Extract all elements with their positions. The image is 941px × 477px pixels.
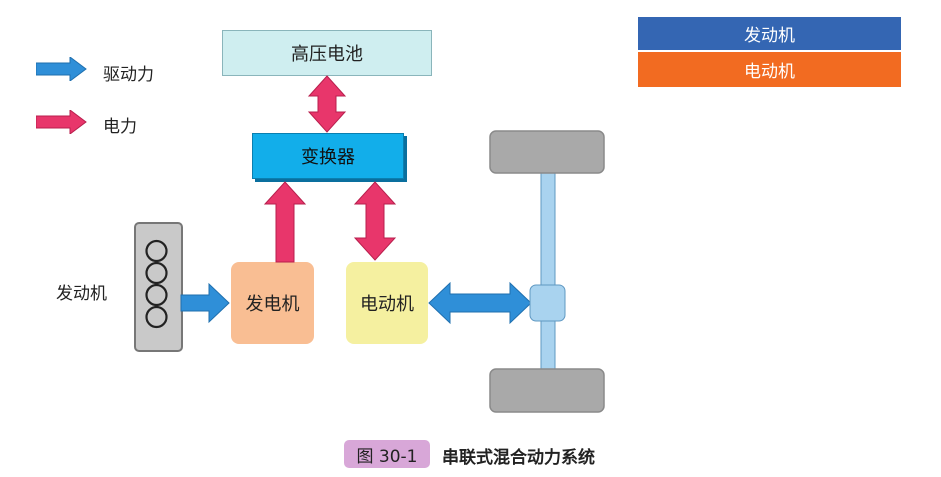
engine-label: 发动机 xyxy=(56,284,107,304)
cylinders-icon xyxy=(145,239,168,329)
electric-arrow-icon xyxy=(36,110,87,134)
generator: 发电机 xyxy=(231,262,314,344)
axle-shaft xyxy=(540,172,556,374)
motor-axle-arrow xyxy=(428,281,532,325)
drive-arrow-icon xyxy=(36,57,87,81)
engine-color-tag: 发动机 xyxy=(638,17,901,50)
electric-motor: 电动机 xyxy=(346,262,428,344)
front-wheel xyxy=(489,130,605,174)
differential xyxy=(529,284,566,322)
battery-converter-arrow xyxy=(307,75,347,133)
figure-number: 图 30-1 xyxy=(344,440,430,468)
generator-converter-arrow xyxy=(263,181,307,263)
converter: 变换器 xyxy=(252,133,404,179)
engine-block xyxy=(134,222,183,352)
motor-color-tag: 电动机 xyxy=(638,52,901,87)
figure-title: 串联式混合动力系统 xyxy=(442,448,595,468)
rear-wheel xyxy=(489,368,605,413)
legend-electric-label: 电力 xyxy=(103,117,137,137)
engine-generator-arrow xyxy=(180,282,230,324)
converter-motor-arrow xyxy=(353,181,397,261)
legend-drive-label: 驱动力 xyxy=(103,65,154,85)
